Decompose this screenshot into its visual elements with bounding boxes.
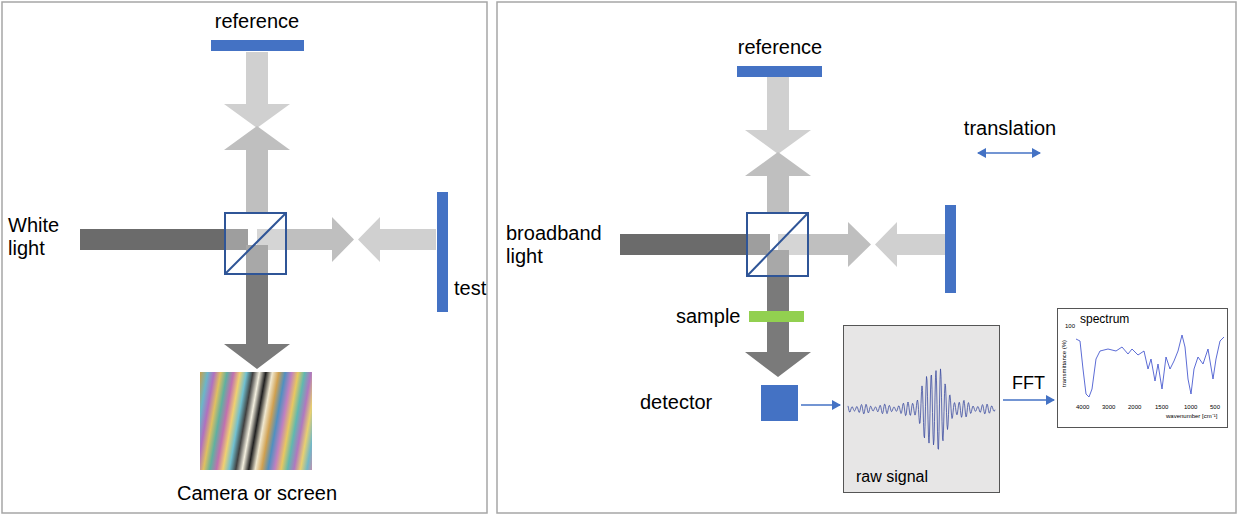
beam-arrow [224, 126, 290, 213]
axis-tick: 1500 [1155, 404, 1168, 411]
test-mirror [437, 192, 448, 312]
detector-label: detector [640, 391, 712, 414]
axis-title: transmittance (%) [1061, 338, 1068, 388]
mirror-label: reference [215, 10, 300, 33]
spectrum-panel: spectrum 100 transmittance (%) 4000 3000 2000… [1057, 308, 1228, 428]
signal-trace [844, 326, 999, 492]
sample-plate [749, 311, 804, 322]
source-label: White light [8, 214, 78, 260]
mirror-label: reference [738, 36, 823, 59]
reference-mirror [211, 40, 304, 51]
signal-waveform [848, 369, 995, 449]
axis-title: wavenumber [cm⁻¹] [1166, 413, 1217, 420]
spectrum-curve [1076, 335, 1224, 397]
beam-splitter-diagonal [225, 213, 286, 274]
edge-label: FFT [1011, 373, 1046, 394]
beam-arrow [224, 52, 290, 128]
translation-label: translation [964, 117, 1056, 140]
axis-tick: 4000 [1076, 404, 1089, 411]
translation-arrow [978, 152, 1040, 154]
panel-caption: raw signal [856, 468, 928, 486]
axis-tick: 2000 [1128, 404, 1141, 411]
beam-splitter-diagonal [747, 213, 808, 276]
signal-arrow [801, 404, 840, 406]
detector: detector [640, 384, 798, 422]
reference-mirror [737, 66, 822, 77]
axis-tick: 3000 [1102, 404, 1115, 411]
mirror-label: test [454, 277, 486, 300]
moving-mirror [945, 205, 956, 293]
beam-arrow [745, 77, 811, 154]
beam-arrow [358, 217, 436, 262]
left-panel [2, 2, 487, 513]
beam-splitter [225, 213, 286, 274]
signal-panel: raw signal [843, 325, 1000, 493]
axis-tick: 500 [1210, 404, 1220, 411]
detector-square [761, 385, 798, 421]
source-label: broadband light [506, 222, 616, 268]
panel-title: spectrum [1080, 313, 1129, 327]
sample-label: sample [676, 305, 740, 328]
axis-tick: 1000 [1184, 404, 1197, 411]
beam-arrow [745, 152, 811, 213]
signal-arrow [1003, 399, 1054, 401]
fringe-image [200, 372, 312, 470]
beam-splitter [747, 213, 808, 276]
detector-label: Camera or screen [177, 482, 337, 505]
axis-tick: 100 [1065, 323, 1075, 330]
beam-arrow [875, 222, 945, 267]
right-panel [497, 2, 1236, 513]
input-beam [80, 229, 248, 250]
